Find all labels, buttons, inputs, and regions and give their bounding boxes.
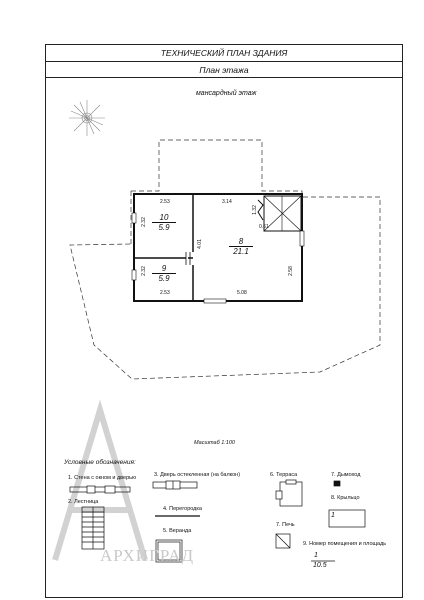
room-number: 8 (229, 237, 253, 247)
legend-item-stairs: 2. Лестница (68, 499, 99, 505)
room-number: 10 (152, 213, 176, 223)
scale-label: Масштаб 1:100 (194, 440, 235, 446)
dimension-label: 4.01 (196, 239, 203, 249)
dimension-label: 2.32 (140, 266, 147, 276)
roof-outline (69, 139, 381, 380)
floor-label: мансардный этаж (196, 90, 257, 97)
legend-item-partition: 4. Перегородка (163, 506, 202, 512)
room-label-9: 9 5.9 (152, 264, 176, 283)
room-label-10: 10 5.9 (152, 213, 176, 232)
room-label-8: 8 21.1 (229, 237, 253, 256)
legend-item-glazed-door: 3. Дверь остекленная (на балкон) (154, 472, 241, 478)
sheet-title: ТЕХНИЧЕСКИЙ ПЛАН ЗДАНИЯ (45, 44, 403, 62)
room-example-area: 10.5 (313, 562, 327, 569)
legend-item-veranda: 5. Веранда (163, 528, 192, 534)
dimension-label: 2.32 (140, 217, 147, 227)
legend-item-porch: 8. Крыльцо (331, 495, 360, 501)
legend-item-chimney: 7. Дымоход (331, 472, 361, 478)
watermark-brand: АРХИГРАД (100, 546, 195, 565)
legend-symbols (69, 479, 366, 563)
dimension-label: 0.61 (259, 224, 269, 230)
porch-number: 1 (331, 512, 335, 519)
room-example-number: 1 (314, 552, 318, 559)
dimension-label: 1.32 (251, 205, 258, 215)
legend-item-terrace: 6. Терраса (270, 472, 298, 478)
room-area: 5.9 (158, 223, 170, 232)
dimension-label: 5.08 (237, 290, 247, 296)
sheet-subtitle: План этажа (45, 62, 403, 78)
room-number: 9 (152, 264, 176, 274)
watermark-logo (52, 399, 148, 561)
dimension-label: 2.53 (160, 290, 170, 296)
sheet-frame (45, 44, 403, 598)
compass-rose-icon (69, 100, 105, 136)
building-walls (131, 193, 305, 304)
room-area: 21.1 (233, 247, 249, 256)
dimension-label: 3.14 (222, 199, 232, 205)
legend-title: Условные обозначения: (64, 459, 136, 466)
dimension-label: 2.53 (160, 199, 170, 205)
legend-item-room-number: 9. Номер помещения и площадь (303, 541, 387, 547)
dimension-label: 2.58 (287, 266, 294, 276)
legend-item-wall: 1. Стена с окном и дверью (68, 475, 137, 481)
legend-item-oven: 7. Печь (276, 522, 295, 528)
room-area: 5.9 (158, 274, 170, 283)
